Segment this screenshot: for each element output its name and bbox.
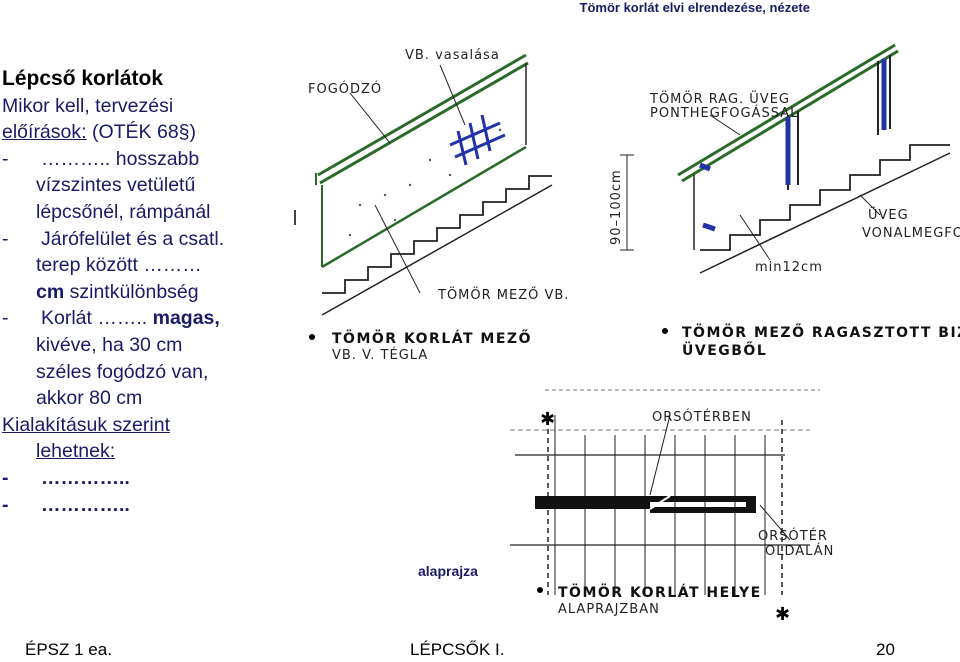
plan-caption: alaprajza: [418, 563, 478, 579]
label-vonal: VONALMEGFOG.: [862, 226, 960, 241]
svg-text:✱: ✱: [775, 604, 790, 625]
item2-line-1: - Járófelület és a csatl.: [2, 227, 225, 250]
item1-line-1: - ……….. hosszabb: [2, 147, 200, 170]
plan-view-sketch: ✱ ✱ ORSÓTÉRBEN ORSÓTÉR OLDALÁN TÖMÖR KOR…: [510, 389, 834, 625]
type-item-1: - …………..: [2, 466, 130, 489]
item2-rest: szintkülönbség: [64, 280, 199, 303]
note2-line2: ÜVEGBŐL: [682, 341, 767, 359]
label-ponthegeszt: PONTHEGFOGÁSSAL: [650, 105, 798, 121]
intro-line-2: előírások: (OTÉK 68§): [2, 119, 292, 146]
slide-header-title: Tömör korlát elvi elrendezése, nézete: [579, 0, 810, 15]
svg-text:✱: ✱: [540, 409, 555, 430]
note1-line1: TÖMÖR KORLÁT MEZŐ: [332, 329, 532, 347]
item3-line-4: akkor 80 cm: [36, 387, 143, 410]
types-line-2: lehetnek:: [36, 440, 116, 463]
note1-line2: VB. V. TÉGLA: [332, 347, 428, 363]
label-height: 90–100cm: [609, 169, 624, 245]
footer-page-number: 20: [876, 640, 895, 659]
label-uveg: ÜVEG: [868, 206, 909, 223]
note3-line2: ALAPRAJZBAN: [558, 602, 660, 617]
label-vasalas: VB. vasalása: [405, 48, 500, 63]
item1-line-2: vízszintes vetületű: [36, 174, 196, 197]
section-heading: Lépcső korlátok: [2, 67, 164, 90]
item2-cm: cm: [36, 280, 65, 303]
label-orsoter-1: ORSÓTÉR: [758, 528, 828, 544]
item3-magas: magas,: [147, 307, 220, 330]
item3-line-1: - Korlát …….. magas,: [2, 305, 292, 332]
item1-line-3: lépcsőnél, rámpánál: [36, 200, 211, 223]
left-text-column: Lépcső korlátok Mikor kell, tervezési el…: [2, 66, 292, 518]
note3-line1: TÖMÖR KORLÁT HELYE: [558, 583, 762, 601]
footer-course: ÉPSZ 1 ea.: [25, 640, 112, 659]
item3-line-2: kivéve, ha 30 cm: [36, 333, 183, 356]
label-orsoter-2: OLDALÁN: [765, 543, 834, 559]
label-tomor-mezo: TÖMÖR MEZŐ VB.: [437, 286, 569, 303]
railing-sketch: FOGÓDZÓ VB. vasalása TÖMÖR MEZŐ VB. TÖMÖ…: [294, 43, 960, 625]
label-fogodzo: FOGÓDZÓ: [308, 81, 382, 97]
intro-underlined: előírások:: [2, 121, 87, 144]
label-orsoterben: ORSÓTÉRBEN: [652, 409, 752, 425]
item2-line-3: cm szintkülönbség: [2, 279, 292, 306]
footer-chapter: LÉPCSŐK I.: [410, 640, 505, 659]
solid-parapet-elevation: FOGÓDZÓ VB. vasalása TÖMÖR MEZŐ VB. TÖMÖ…: [294, 48, 569, 363]
note2-line1: TÖMÖR MEZŐ RAGASZTOTT BIZT.: [682, 323, 960, 341]
intro-otek: (OTÉK 68§): [86, 121, 196, 144]
glass-railing-elevation: 90–100cm TÖMÖR RAG. ÜVEG PONTHEGFOGÁSSAL…: [609, 43, 960, 359]
type-item-2: - …………..: [2, 493, 130, 516]
item2-line-2: terep között ………: [36, 254, 202, 277]
intro-line-1: Mikor kell, tervezési: [2, 94, 174, 117]
label-ragasztott: TÖMÖR RAG. ÜVEG: [649, 90, 790, 107]
label-min12: min12cm: [755, 260, 823, 275]
types-line-1: Kialakításuk szerint: [2, 413, 170, 436]
item3-line-3: széles fogódzó van,: [36, 360, 209, 383]
item3-start: - Korlát ……..: [2, 307, 148, 330]
